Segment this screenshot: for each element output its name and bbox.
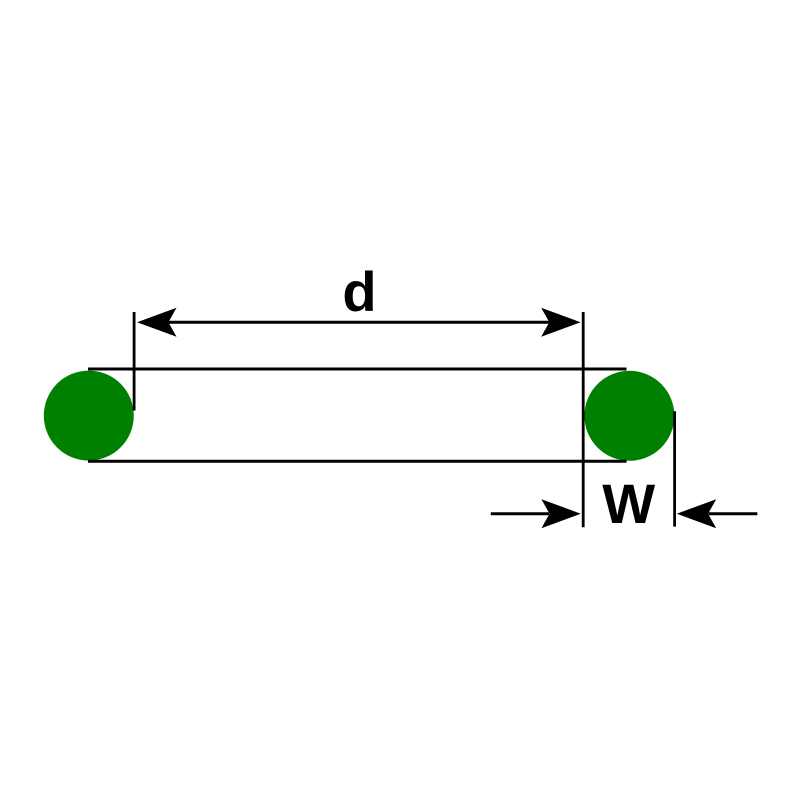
svg-text:d: d xyxy=(342,260,376,323)
svg-text:W: W xyxy=(602,472,655,535)
